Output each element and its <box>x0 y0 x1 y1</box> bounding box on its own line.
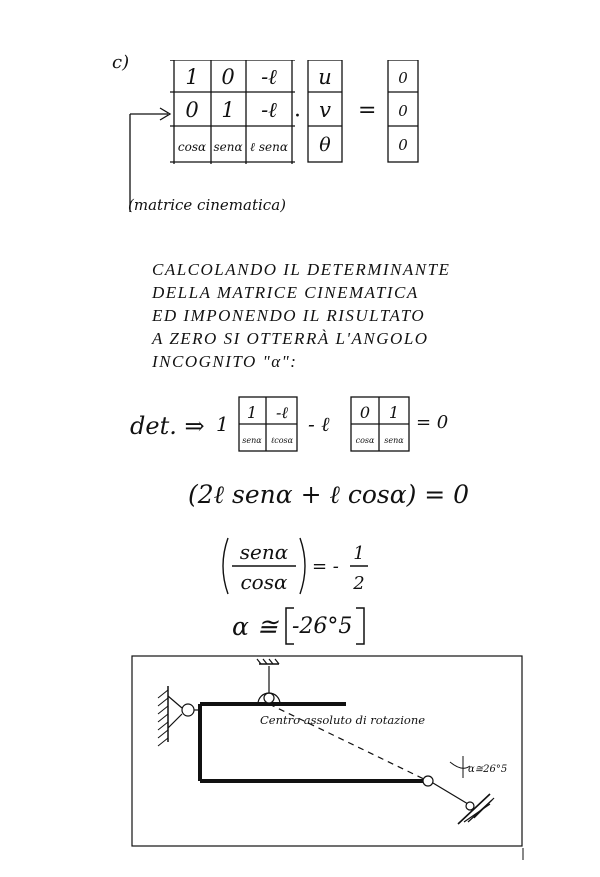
matrix-cell: -ℓ <box>261 65 277 89</box>
minus-l-term: - ℓ <box>308 412 330 436</box>
system-equals: = <box>358 98 377 123</box>
matrix-cell: 0 <box>185 98 198 122</box>
multiply-dot: · <box>294 104 301 129</box>
rhs-cell: 0 <box>398 69 408 87</box>
minor-cell: cosα <box>356 436 375 445</box>
result-bracket <box>285 607 365 645</box>
matrix-cell: cosα <box>178 140 206 154</box>
minor-cell: senα <box>242 436 262 445</box>
minor-cell: senα <box>384 436 404 445</box>
fraction-numerator: senα <box>240 540 289 564</box>
diagram-frame <box>131 655 523 847</box>
part-label: c) <box>112 52 130 73</box>
matrix-cell: senα <box>213 140 242 154</box>
matrix-cell: 1 <box>185 65 198 89</box>
minor-cell: 0 <box>360 403 370 422</box>
result-value: -26°5 <box>292 614 353 639</box>
matrix-cell: ℓ senα <box>250 140 288 154</box>
left-hinge-support <box>157 686 202 747</box>
minor-1: 1 -ℓ senα ℓcosα <box>238 396 298 452</box>
unknown-vector: u v θ <box>307 60 343 163</box>
explanation-line: DELLA MATRICE CINEMATICA <box>152 283 419 302</box>
top-hinge-support <box>256 658 281 705</box>
caption-arrow <box>129 107 172 212</box>
matrix-cell: -ℓ <box>261 98 277 122</box>
det-label: det. ⇒ <box>130 412 205 440</box>
vector-cell: v <box>319 98 331 122</box>
minor-2: 0 1 cosα senα <box>350 396 410 452</box>
rhs-denominator: 2 <box>352 573 364 594</box>
rhs-sign: = - <box>312 556 339 577</box>
minor-cell: ℓcosα <box>271 436 294 445</box>
equation-1: (2ℓ senα + ℓ cosα) = 0 <box>188 480 470 509</box>
rotation-center-label: Centro assoluto di rotazione <box>260 713 425 727</box>
explanation-line: CALCOLANDO IL DETERMINANTE <box>152 260 451 279</box>
result-lhs: α ≅ <box>232 612 278 641</box>
rhs-numerator: 1 <box>353 543 364 564</box>
explanation-line: INCOGNITO "α": <box>152 352 298 371</box>
rhs-cell: 0 <box>398 136 408 154</box>
kinematic-matrix: 1 0 -ℓ 0 1 -ℓ cosα senα ℓ senα <box>170 60 295 164</box>
equation-2: senα cosα = - 1 2 <box>222 537 368 595</box>
minor-cell: 1 <box>389 403 399 422</box>
angle-label: α≅26°5 <box>468 764 507 775</box>
explanation-line: ED IMPONENDO IL RISULTATO <box>152 306 426 325</box>
matrix-cell: 0 <box>221 65 234 89</box>
explanation-line: A ZERO SI OTTERRÀ L'ANGOLO <box>152 329 429 348</box>
structure-diagram: Centro assoluto di rotazione α≅26°5 <box>131 655 524 860</box>
minor-cell: 1 <box>247 403 257 422</box>
right-roller-support <box>422 756 495 825</box>
rhs-vector: 0 0 0 <box>387 60 419 163</box>
vector-cell: θ <box>319 134 331 156</box>
explanation-text: CALCOLANDO IL DETERMINANTE DELLA MATRICE… <box>152 258 450 373</box>
vector-cell: u <box>318 65 332 89</box>
minor-cell: -ℓ <box>276 403 288 422</box>
fraction-denominator: cosα <box>240 570 288 594</box>
det-coefficient: 1 <box>216 412 229 436</box>
beam-frame <box>198 702 428 783</box>
matrix-caption: (matrice cinematica) <box>128 196 286 214</box>
matrix-cell: 1 <box>221 98 234 122</box>
det-equals-zero: = 0 <box>416 412 449 433</box>
rotation-dashed-line <box>268 703 429 782</box>
rhs-cell: 0 <box>398 102 408 120</box>
